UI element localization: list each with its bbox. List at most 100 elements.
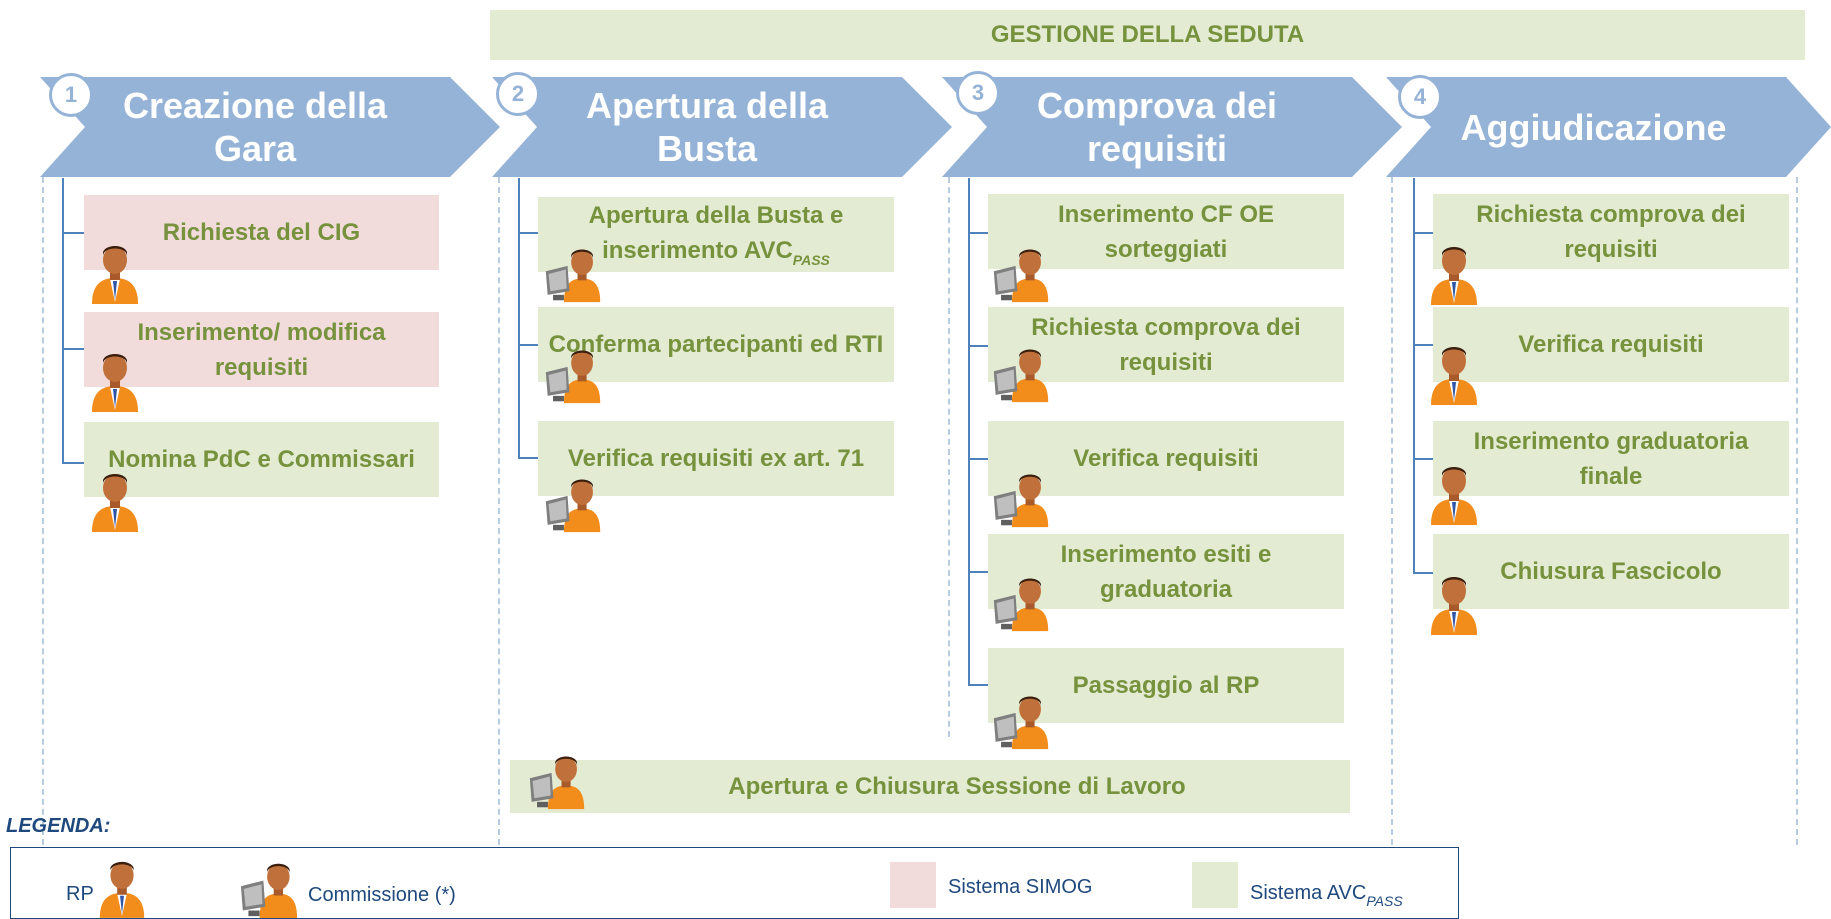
person-orange-icon — [92, 246, 138, 304]
legend-box — [10, 847, 1459, 919]
step-label: Apertura della Busta e inserimento AVCPA… — [544, 198, 888, 271]
phase-4-title: Aggiudicazione — [1460, 106, 1727, 148]
chevron-shape — [40, 77, 500, 177]
phase-2-number: 2 — [496, 72, 540, 116]
step-verifica-requisiti-4: Verifica requisiti — [1433, 307, 1789, 382]
person-orange-icon — [1431, 467, 1477, 525]
step-verifica-art-71: Verifica requisiti ex art. 71 — [538, 421, 894, 496]
person-computer-icon — [545, 249, 601, 303]
person-orange-icon — [92, 474, 138, 532]
connector-line — [62, 178, 64, 463]
step-label: Verifica requisiti — [1518, 331, 1704, 358]
gestione-seduta-banner: GESTIONE DELLA SEDUTA — [490, 10, 1805, 60]
phase-2-title: Apertura della Busta — [585, 85, 829, 169]
phase-4-chevron: Aggiudicazione — [1386, 77, 1831, 177]
step-label: Inserimento/ modifica requisiti — [137, 318, 386, 381]
step-verifica-requisiti: Verifica requisiti — [988, 421, 1344, 496]
person-computer-icon — [545, 479, 601, 533]
step-label: Verifica requisiti — [1073, 445, 1259, 472]
phase-1-title: Creazione della Gara — [122, 85, 388, 169]
step-label-text: Apertura della Busta e inserimento AVC — [588, 202, 844, 264]
step-label-subscript: PASS — [792, 252, 830, 268]
connector-line — [968, 458, 990, 460]
step-label: Apertura e Chiusura Sessione di Lavoro — [728, 773, 1186, 800]
legend-avcpass-text: Sistema AVC — [1250, 882, 1367, 904]
person-computer-icon — [993, 349, 1049, 403]
step-conferma-partecipanti: Conferma partecipanti ed RTI — [538, 307, 894, 382]
phase-1-chevron: Creazione della Gara — [40, 77, 500, 177]
connector-line — [1413, 458, 1435, 460]
step-richiesta-cig: Richiesta del CIG — [84, 195, 439, 270]
connector-line — [1413, 572, 1435, 574]
column-separator — [498, 177, 500, 845]
legend-commissione-label: Commissione (*) — [308, 884, 456, 906]
connector-line — [518, 344, 540, 346]
connector-line — [1413, 344, 1435, 346]
step-graduatoria-finale: Inserimento graduatoria finale — [1433, 421, 1789, 496]
connector-line — [518, 232, 540, 234]
step-richiesta-comprova: Richiesta comprova dei requisiti — [988, 307, 1344, 382]
step-label: Passaggio al RP — [1072, 672, 1260, 699]
step-label: Richiesta del CIG — [162, 219, 361, 246]
step-label: Richiesta comprova dei requisiti — [1031, 313, 1301, 376]
step-chiusura-fascicolo: Chiusura Fascicolo — [1433, 534, 1789, 609]
connector-line — [62, 232, 84, 234]
chevron-shape — [1386, 77, 1831, 177]
legend-avcpass-label: Sistema AVCPASS — [1250, 882, 1403, 909]
connector-line — [1413, 178, 1415, 573]
connector-line — [62, 348, 84, 350]
person-computer-icon — [993, 474, 1049, 528]
chevron-shape — [942, 77, 1402, 177]
legend-simog-swatch — [890, 862, 936, 908]
phase-3-title: Comprova dei requisiti — [1036, 85, 1278, 169]
step-inserimento-modifica-requisiti: Inserimento/ modifica requisiti — [84, 312, 439, 387]
chevron-shape — [492, 77, 952, 177]
phase-1-number: 1 — [49, 73, 93, 117]
legend-avcpass-subscript: PASS — [1366, 893, 1403, 909]
person-orange-icon — [1431, 247, 1477, 305]
step-label: Conferma partecipanti ed RTI — [548, 331, 884, 358]
step-label: Inserimento graduatoria finale — [1473, 427, 1749, 490]
legend-avcpass-swatch — [1192, 862, 1238, 908]
step-inserimento-esiti: Inserimento esiti e graduatoria — [988, 534, 1344, 609]
person-computer-icon — [240, 863, 298, 918]
connector-line — [968, 232, 990, 234]
connector-line — [1413, 232, 1435, 234]
step-label: Inserimento esiti e graduatoria — [1060, 540, 1272, 603]
step-label: Nomina PdC e Commissari — [108, 446, 415, 473]
legend-title: LEGENDA: — [6, 815, 111, 837]
connector-line — [968, 684, 990, 686]
phase-4-number: 4 — [1398, 75, 1442, 119]
person-orange-icon — [1431, 347, 1477, 405]
legend-rp-label: RP — [66, 883, 94, 905]
connector-line — [518, 178, 520, 458]
person-orange-icon — [92, 354, 138, 412]
step-passaggio-rp: Passaggio al RP — [988, 648, 1344, 723]
person-computer-icon — [529, 756, 585, 810]
column-separator — [42, 177, 44, 845]
phase-3-number: 3 — [956, 71, 1000, 115]
person-computer-icon — [545, 350, 601, 404]
person-computer-icon — [993, 578, 1049, 632]
person-orange-icon — [99, 861, 145, 918]
legend-simog-label: Sistema SIMOG — [948, 876, 1093, 898]
phase-3-chevron: Comprova dei requisiti — [942, 77, 1402, 177]
person-computer-icon — [993, 696, 1049, 750]
column-separator — [1796, 177, 1798, 845]
step-label: Verifica requisiti ex art. 71 — [567, 445, 865, 472]
column-separator — [948, 177, 950, 737]
step-label: Chiusura Fascicolo — [1500, 558, 1722, 585]
person-orange-icon — [1431, 577, 1477, 635]
connector-line — [62, 462, 84, 464]
step-richiesta-comprova-4: Richiesta comprova dei requisiti — [1433, 194, 1789, 269]
column-separator — [1391, 177, 1393, 845]
connector-line — [968, 345, 990, 347]
step-inserimento-cf-oe: Inserimento CF OE sorteggiati — [988, 194, 1344, 269]
person-computer-icon — [993, 249, 1049, 303]
step-sessione-lavoro: Apertura e Chiusura Sessione di Lavoro — [510, 760, 1350, 813]
connector-line — [968, 178, 970, 685]
step-label: Richiesta comprova dei requisiti — [1476, 200, 1746, 263]
phase-2-chevron: Apertura della Busta — [492, 77, 952, 177]
step-nomina-pdc: Nomina PdC e Commissari — [84, 422, 439, 497]
step-label: Inserimento CF OE sorteggiati — [1057, 200, 1275, 263]
